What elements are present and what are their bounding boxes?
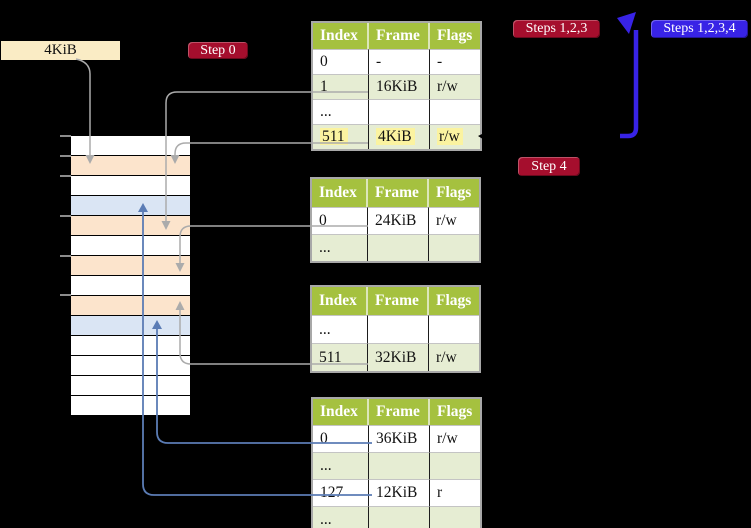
cell-index: 0 (313, 49, 369, 74)
table-row: 1 16KiB r/w (313, 74, 480, 99)
cell-index: ... (312, 234, 368, 261)
step0-badge: Step 0 (188, 42, 248, 59)
col-header-frame: Frame (368, 287, 429, 315)
table-header-row: Index Frame Flags (313, 23, 480, 49)
memory-tick (60, 135, 71, 137)
cell-flags: r/w (429, 343, 479, 371)
memory-row (71, 336, 190, 356)
col-header-flags: Flags (429, 287, 479, 315)
cell-frame (369, 452, 430, 479)
cell-frame (369, 99, 430, 124)
cell-index: ... (312, 315, 368, 343)
table-header-row: Index Frame Flags (312, 179, 479, 207)
steps1234-badge: Steps 1,2,3,4 (651, 20, 748, 38)
cell-flags: r/w (429, 207, 479, 234)
table-row: ... (313, 506, 480, 528)
cell-flags: - (430, 49, 480, 74)
steps123-badge: Steps 1,2,3 (513, 20, 600, 38)
cell-index: 127 (313, 479, 369, 506)
memory-row (71, 176, 190, 196)
col-header-frame: Frame (369, 23, 430, 49)
memory-tick (60, 255, 71, 257)
cell-frame (369, 506, 430, 528)
cell-frame: 24KiB (368, 207, 429, 234)
loop-arrowhead-icon (617, 12, 636, 34)
table-header-row: Index Frame Flags (313, 399, 480, 425)
memory-row (71, 256, 190, 276)
memory-row (71, 196, 190, 216)
table-row: ... (313, 452, 480, 479)
col-header-frame: Frame (369, 399, 430, 425)
memory-row (71, 136, 190, 156)
cell-index: 1 (313, 74, 369, 99)
cell-flags (430, 99, 480, 124)
memory-tick (60, 215, 71, 217)
memory-row (71, 296, 190, 316)
memory-row (71, 376, 190, 396)
cell-frame (368, 315, 429, 343)
col-header-flags: Flags (430, 23, 480, 49)
cell-index: 0 (312, 207, 368, 234)
table-row: ... (312, 315, 479, 343)
table-header-row: Index Frame Flags (312, 287, 479, 315)
memory-row (71, 316, 190, 336)
physical-memory-column (71, 136, 190, 415)
col-header-index: Index (312, 287, 368, 315)
cell-flags (430, 506, 480, 528)
memory-tick (60, 294, 71, 296)
col-header-index: Index (313, 23, 369, 49)
cell-frame: 12KiB (369, 479, 430, 506)
table-row: 127 12KiB r (313, 479, 480, 506)
cell-flags (430, 452, 480, 479)
memory-row (71, 156, 190, 176)
cell-index: ... (313, 99, 369, 124)
col-header-flags: Flags (430, 399, 480, 425)
cell-frame: 4KiB (369, 124, 430, 149)
cell-index: 511 (312, 343, 368, 371)
table-row: 0 - - (313, 49, 480, 74)
col-header-frame: Frame (368, 179, 429, 207)
cell-flags (429, 234, 479, 261)
cell-frame: 16KiB (369, 74, 430, 99)
memory-row (71, 236, 190, 256)
highlight-value: 4KiB (376, 128, 415, 145)
highlight-value: r/w (437, 128, 463, 145)
cell-flags: r/w (430, 74, 480, 99)
cell-index: ... (313, 506, 369, 528)
table-row: 0 24KiB r/w (312, 207, 479, 234)
col-header-index: Index (312, 179, 368, 207)
highlight-value: 511 (320, 128, 348, 145)
cell-index: ... (313, 452, 369, 479)
loop-arrow-stem (620, 30, 639, 139)
table-row: 511 32KiB r/w (312, 343, 479, 371)
table-row: ... (312, 234, 479, 261)
table-row: ... (313, 99, 480, 124)
col-header-index: Index (313, 399, 369, 425)
cell-frame: 36KiB (369, 425, 430, 452)
cell-frame: 32KiB (368, 343, 429, 371)
cell-flags: r (430, 479, 480, 506)
page-size-label: 4KiB (1, 41, 120, 60)
memory-row (71, 276, 190, 296)
page-table-3: Index Frame Flags ... 511 32KiB r/w (310, 285, 481, 373)
page-table-4: Index Frame Flags 0 36KiB r/w ... 127 12… (311, 397, 482, 528)
table-row: 0 36KiB r/w (313, 425, 480, 452)
memory-row (71, 216, 190, 236)
page-table-2: Index Frame Flags 0 24KiB r/w ... (310, 177, 481, 263)
cell-flags: r/w (430, 124, 480, 149)
cell-frame: - (369, 49, 430, 74)
cell-flags (429, 315, 479, 343)
memory-row (71, 396, 190, 415)
memory-tick (60, 175, 71, 177)
cell-flags: r/w (430, 425, 480, 452)
step4-badge: Step 4 (518, 157, 580, 176)
cell-index: 511 (313, 124, 369, 149)
table-row-highlighted: 511 4KiB r/w (313, 124, 480, 149)
page-table-1: Index Frame Flags 0 - - 1 16KiB r/w ... … (311, 21, 482, 151)
col-header-flags: Flags (429, 179, 479, 207)
memory-row (71, 356, 190, 376)
memory-tick (60, 155, 71, 157)
cell-index: 0 (313, 425, 369, 452)
cell-frame (368, 234, 429, 261)
